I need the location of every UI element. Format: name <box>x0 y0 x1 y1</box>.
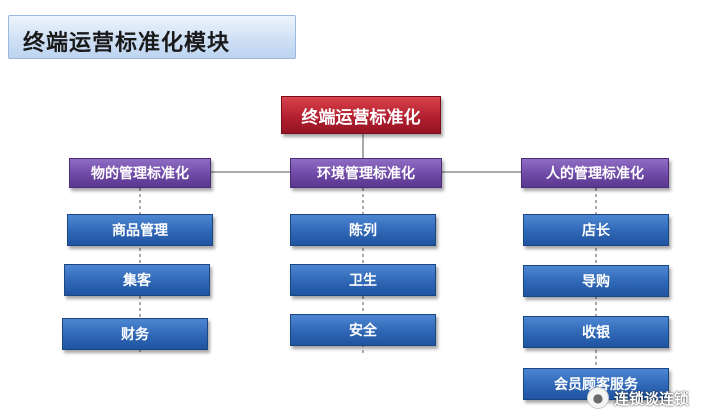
item-node-cashier: 收银 <box>523 316 669 348</box>
item-node-goods-management: 商品管理 <box>67 214 213 246</box>
root-node: 终端运营标准化 <box>281 96 441 134</box>
page-title-bar: 终端运营标准化模块 <box>8 15 296 59</box>
page-title: 终端运营标准化模块 <box>23 31 231 56</box>
item-node-finance: 财务 <box>62 318 208 350</box>
category-node-goods: 物的管理标准化 <box>69 158 211 188</box>
item-node-display: 陈列 <box>290 214 436 246</box>
category-node-people: 人的管理标准化 <box>521 158 669 188</box>
watermark: ● 连锁谈连锁 <box>587 386 689 410</box>
category-node-environment: 环境管理标准化 <box>290 158 442 188</box>
item-node-customer-attraction: 集客 <box>64 264 210 296</box>
watermark-text: 连锁谈连锁 <box>614 389 690 408</box>
item-node-shopping-guide: 导购 <box>523 265 669 297</box>
item-node-hygiene: 卫生 <box>290 264 436 296</box>
item-node-safety: 安全 <box>290 314 436 346</box>
wechat-icon: ● <box>587 387 609 409</box>
item-node-store-manager: 店长 <box>523 214 669 246</box>
